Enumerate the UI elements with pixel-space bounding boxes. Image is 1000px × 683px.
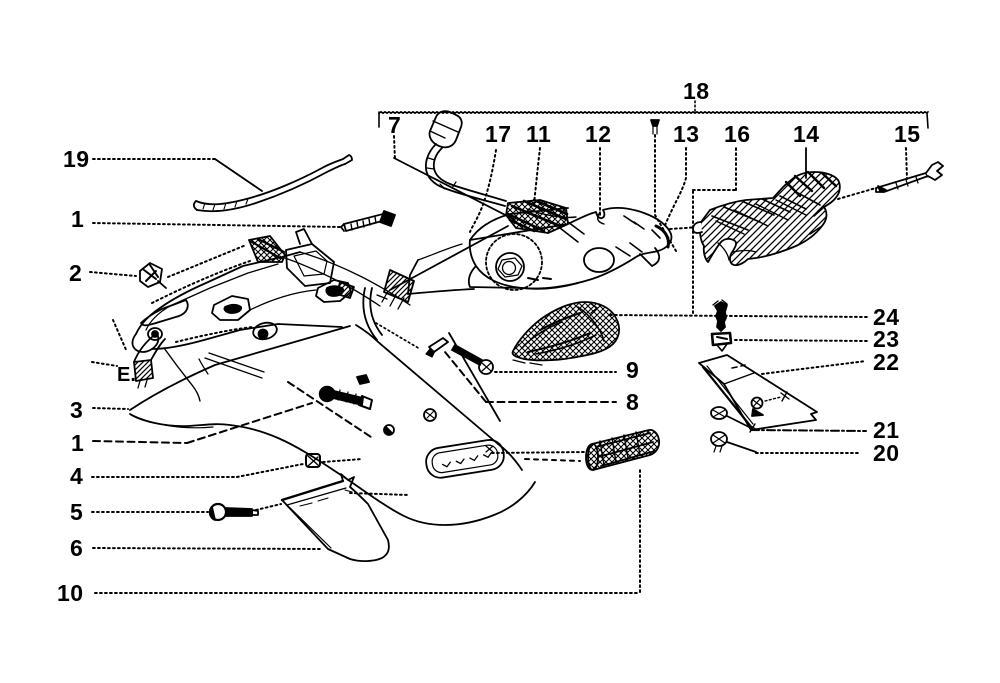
svg-text:20: 20 <box>873 440 900 466</box>
svg-text:5: 5 <box>70 499 83 525</box>
svg-text:7: 7 <box>388 112 401 138</box>
svg-text:12: 12 <box>585 121 612 147</box>
svg-text:6: 6 <box>70 535 83 561</box>
svg-text:24: 24 <box>873 304 900 330</box>
svg-text:23: 23 <box>873 326 900 352</box>
svg-text:2: 2 <box>69 260 82 286</box>
svg-text:22: 22 <box>873 349 900 375</box>
svg-text:4: 4 <box>70 463 83 489</box>
svg-text:14: 14 <box>793 121 820 147</box>
svg-text:15: 15 <box>894 121 921 147</box>
svg-text:16: 16 <box>724 121 751 147</box>
svg-text:1: 1 <box>71 206 84 232</box>
svg-text:19: 19 <box>63 146 90 172</box>
svg-text:18: 18 <box>683 78 710 104</box>
svg-text:9: 9 <box>626 357 639 383</box>
svg-text:13: 13 <box>673 121 700 147</box>
svg-text:11: 11 <box>526 121 551 147</box>
svg-text:21: 21 <box>873 417 900 443</box>
svg-text:1: 1 <box>71 430 84 456</box>
svg-text:17: 17 <box>485 121 512 147</box>
svg-text:8: 8 <box>626 389 639 415</box>
svg-text:3: 3 <box>70 397 83 423</box>
svg-text:10: 10 <box>57 580 84 606</box>
svg-text:E.: E. <box>117 364 136 386</box>
